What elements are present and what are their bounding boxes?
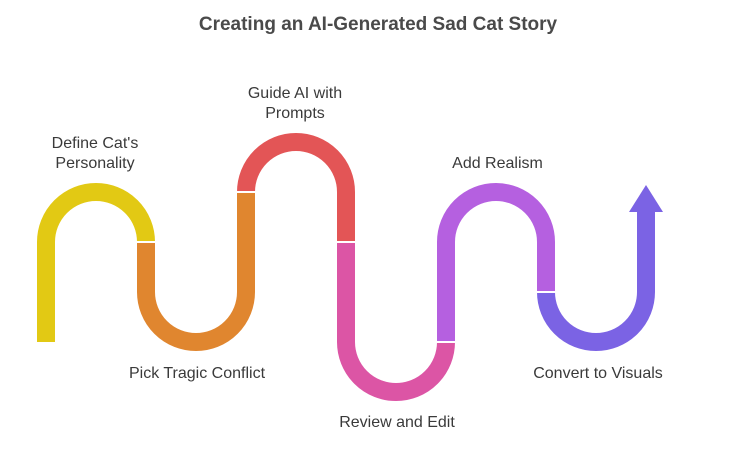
step-5-label: Add Realism [452,155,543,172]
step-6-label: Convert to Visuals [533,365,663,382]
step-3-label: Guide AI with Prompts [247,85,343,122]
diagram-title: Creating an AI-Generated Sad Cat Story [198,14,558,35]
step-6-segment [537,205,655,351]
step-4-label: Review and Edit [339,414,455,431]
step-4-segment [337,242,455,401]
step-3-segment [237,133,355,242]
arrow-head-icon [629,185,663,212]
step-2-label: Pick Tragic Conflict [128,365,266,382]
step-1-label: Define Cat's Personality [51,135,139,172]
step-5-segment [437,183,555,342]
step-1-segment [37,183,155,342]
step-2-segment [137,192,255,351]
segment-separators [136,191,556,343]
